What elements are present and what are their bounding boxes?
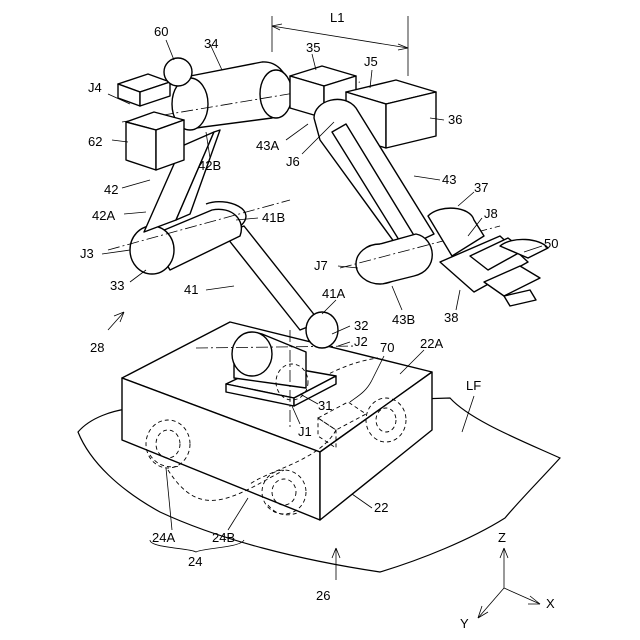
label-41a: 41A bbox=[322, 286, 345, 301]
label-26: 26 bbox=[316, 588, 330, 603]
label-32: 32 bbox=[354, 318, 368, 333]
label-41b: 41B bbox=[262, 210, 285, 225]
label-l1: L1 bbox=[330, 10, 344, 25]
label-24: 24 bbox=[188, 554, 202, 569]
label-36: 36 bbox=[448, 112, 462, 127]
label-34: 34 bbox=[204, 36, 218, 51]
label-37: 37 bbox=[474, 180, 488, 195]
label-62: 62 bbox=[88, 134, 102, 149]
label-70: 70 bbox=[380, 340, 394, 355]
label-28: 28 bbox=[90, 340, 104, 355]
dimension-l1 bbox=[272, 16, 408, 76]
label-42b: 42B bbox=[198, 158, 221, 173]
label-43a: 43A bbox=[256, 138, 279, 153]
label-j4: J4 bbox=[88, 80, 102, 95]
label-42a: 42A bbox=[92, 208, 115, 223]
label-j1: J1 bbox=[298, 424, 312, 439]
label-j3: J3 bbox=[80, 246, 94, 261]
label-lf: LF bbox=[466, 378, 481, 393]
label-22a: 22A bbox=[420, 336, 443, 351]
label-33: 33 bbox=[110, 278, 124, 293]
label-j8: J8 bbox=[484, 206, 498, 221]
label-22: 22 bbox=[374, 500, 388, 515]
label-j6: J6 bbox=[286, 154, 300, 169]
axis-label-x: X bbox=[546, 596, 555, 611]
end-effector bbox=[428, 208, 548, 306]
label-50: 50 bbox=[544, 236, 558, 251]
label-42: 42 bbox=[104, 182, 118, 197]
axis-label-y: Y bbox=[460, 616, 469, 631]
axis-label-z: Z bbox=[498, 530, 506, 545]
label-60: 60 bbox=[154, 24, 168, 39]
label-43b: 43B bbox=[392, 312, 415, 327]
label-38: 38 bbox=[444, 310, 458, 325]
label-43: 43 bbox=[442, 172, 456, 187]
label-35: 35 bbox=[306, 40, 320, 55]
label-24b: 24B bbox=[212, 530, 235, 545]
label-41: 41 bbox=[184, 282, 198, 297]
label-j2: J2 bbox=[354, 334, 368, 349]
coordinate-axes bbox=[478, 548, 540, 618]
label-24a: 24A bbox=[152, 530, 175, 545]
label-j7: J7 bbox=[314, 258, 328, 273]
label-31: 31 bbox=[318, 398, 332, 413]
label-j5: J5 bbox=[364, 54, 378, 69]
